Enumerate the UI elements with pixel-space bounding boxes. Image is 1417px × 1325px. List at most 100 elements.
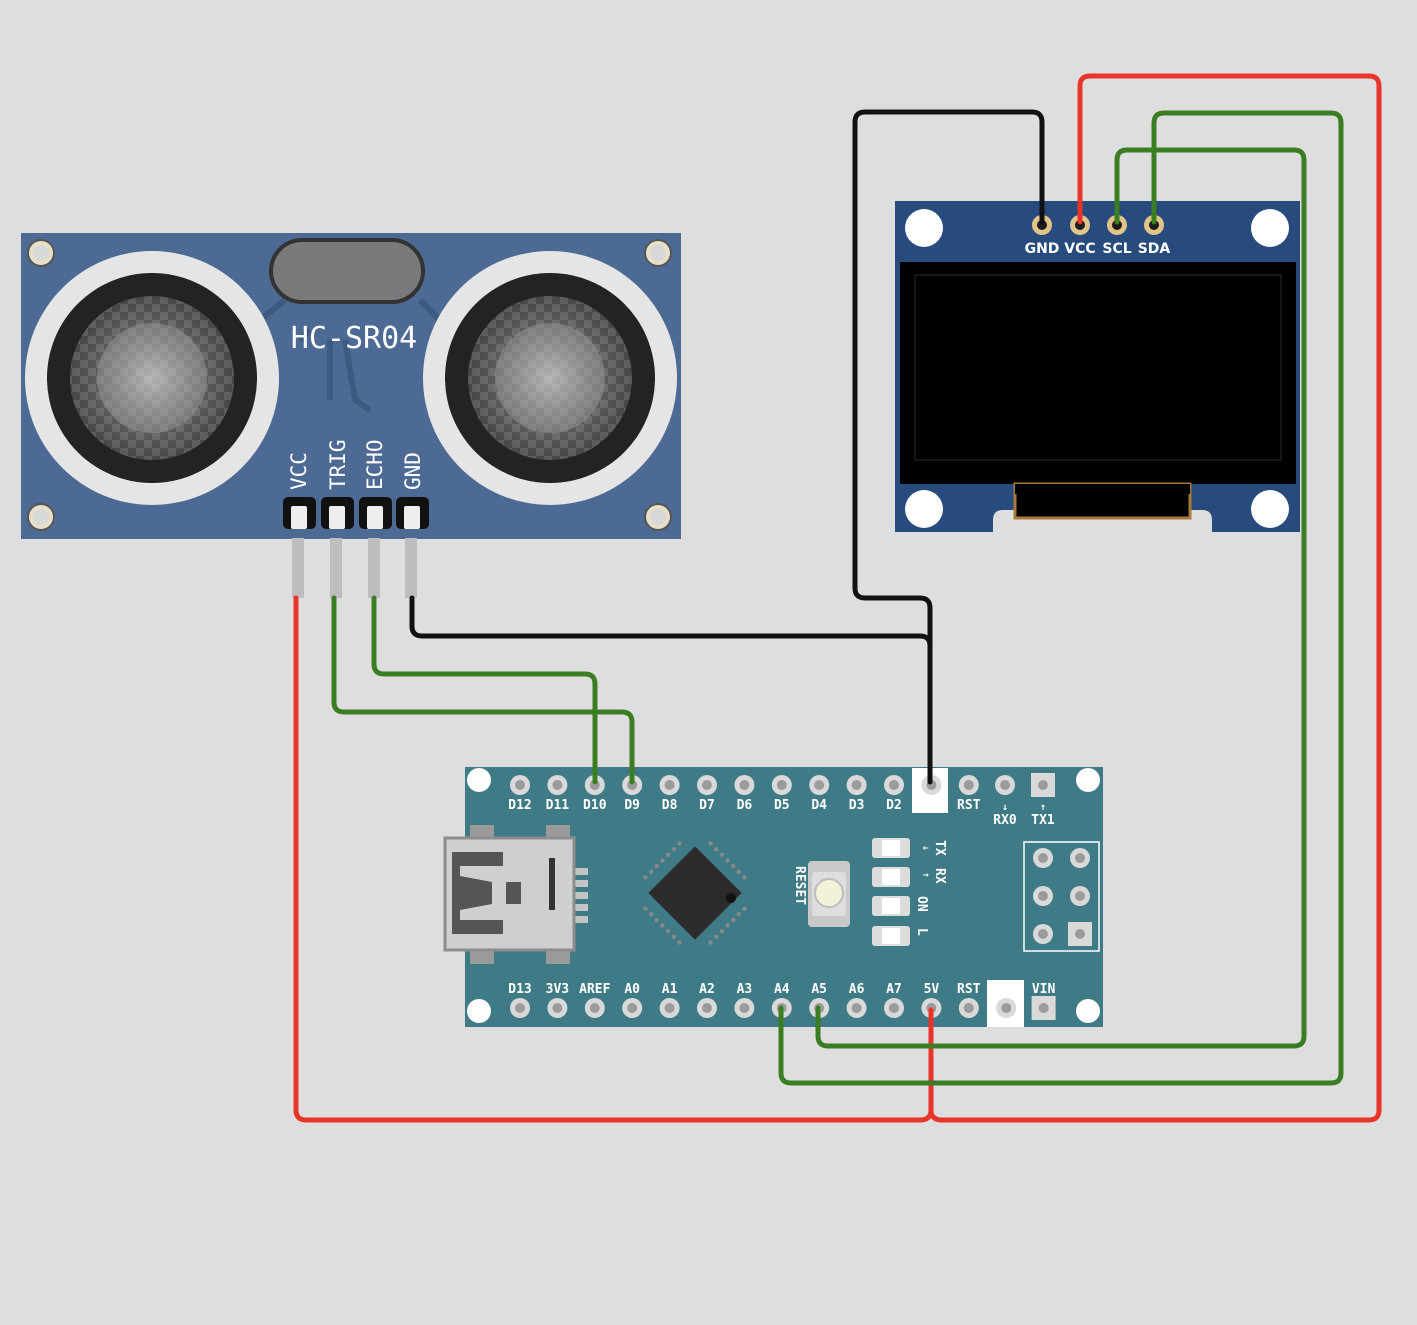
chip-leg: [736, 869, 741, 874]
pin-label-d12-top: D12: [508, 798, 531, 813]
chip-leg: [736, 912, 741, 917]
sensor-pin-label-trig: TRIG: [326, 439, 350, 490]
pin-hole: [963, 780, 974, 790]
pin-label-d4-top: D4: [811, 798, 827, 813]
pin-label-d9-top: D9: [624, 798, 640, 813]
wire-sensor-gnd-to-gnd[interactable]: [409, 595, 933, 785]
nano-bottom-pin-row: [510, 996, 1056, 1020]
pin-label-a5-bottom: A5: [811, 982, 827, 997]
chip-leg: [665, 929, 671, 934]
pin-label-rst-top: RST: [957, 798, 981, 813]
pin-label-d13-bottom: D13: [508, 982, 531, 997]
wire-sda-to-a4[interactable]: [778, 110, 1344, 1086]
chip-leg: [742, 875, 747, 880]
wire-trig-to-d9[interactable]: [331, 595, 635, 785]
pin-label-gnd-bottom: GND: [994, 982, 1018, 997]
pin-hole: [515, 1003, 525, 1013]
pin-label-a2-bottom: A2: [699, 982, 715, 997]
chip-leg: [649, 912, 654, 917]
pin-label-d5-top: D5: [774, 798, 790, 813]
led-arrow-tx: ↓: [920, 845, 931, 851]
sensor-pin-header: [283, 497, 429, 598]
pin-hole: [664, 1003, 675, 1013]
status-leds: [872, 838, 910, 946]
wires: [293, 73, 1382, 1123]
pin-hole: [627, 1003, 638, 1013]
pin-label-d6-top: D6: [737, 798, 753, 813]
pin-label-a7-bottom: A7: [886, 982, 902, 997]
chip-leg: [714, 934, 719, 939]
chip-leg: [654, 917, 659, 923]
pin-hole: [889, 780, 899, 790]
chip-leg: [649, 869, 654, 874]
pin-hole: [552, 780, 563, 790]
pin-label-3v3-bottom: 3V3: [546, 982, 569, 997]
chip-leg: [677, 841, 682, 846]
chip-leg: [708, 940, 713, 945]
pin-label-aref-bottom: AREF: [579, 982, 610, 997]
pin-hole: [1038, 1003, 1049, 1013]
chip-leg: [719, 929, 725, 934]
wire-echo-to-d10[interactable]: [371, 595, 598, 785]
pin-hole: [851, 780, 862, 790]
chip-leg: [643, 875, 648, 880]
pin-label-d3-top: D3: [849, 798, 865, 813]
pin-label-d7-top: D7: [699, 798, 715, 813]
chip-leg: [660, 858, 665, 863]
pin-label-vin-bottom: VIN: [1032, 982, 1056, 997]
sensor-pin-label-gnd: GND: [401, 452, 425, 490]
pin-label-gnd-top: GND: [920, 798, 944, 813]
pin-label-5v-bottom: 5V: [924, 982, 940, 997]
pin-tx1-hole: [1038, 780, 1048, 790]
board-traces: [258, 297, 443, 413]
ultrasonic-sensor[interactable]: HC-SR04 VCC TRIG ECHO GND: [21, 233, 681, 598]
mounting-holes: [27, 239, 672, 531]
chip-leg: [671, 934, 676, 939]
oled-ribbon-top: [1015, 484, 1190, 494]
pin-label-a6-bottom: A6: [849, 982, 865, 997]
transducer-left: [25, 251, 279, 505]
pin-hole: [552, 1003, 563, 1013]
led-label-tx: TX: [932, 840, 947, 856]
led-arrow-rx: ↑: [920, 872, 931, 878]
chip-leg: [665, 852, 671, 857]
chip-leg: [677, 940, 682, 945]
oled-pin-label-gnd: GND: [1025, 241, 1060, 257]
pin-hole: [851, 1003, 862, 1013]
oled-pins: [1032, 215, 1164, 235]
chip-leg: [725, 923, 730, 928]
pin-label-a4-bottom: A4: [774, 982, 790, 997]
oled-mounting-holes: [905, 209, 1289, 528]
pin-hole: [515, 780, 525, 790]
chip-leg: [708, 841, 713, 846]
wire-scl-to-a5[interactable]: [815, 147, 1307, 1049]
pin-hole: [814, 780, 825, 790]
led-label-l: L: [914, 928, 929, 936]
reset-label: RESET: [792, 866, 807, 905]
pin-label-d2-top: D2: [886, 798, 902, 813]
tx-arrow: ↑: [1040, 802, 1046, 813]
wire-oled-vcc-to-5v[interactable]: [928, 73, 1382, 1123]
wire-oled-gnd-to-gnd[interactable]: [852, 109, 1045, 649]
chip-leg: [660, 923, 665, 928]
nano-mounting-holes: [467, 768, 1100, 1023]
nano-top-pin-row: [510, 775, 979, 795]
chip-leg: [742, 906, 747, 911]
pin-hole: [739, 1003, 750, 1013]
chip-leg: [725, 858, 730, 863]
pin-label-rst-bottom: RST: [957, 982, 981, 997]
reset-button[interactable]: [808, 861, 850, 927]
chip-leg: [714, 847, 719, 852]
pin-hole: [702, 780, 712, 790]
microcontroller-chip: [643, 841, 747, 945]
pin-hole: [739, 780, 750, 790]
chip-leg: [654, 863, 659, 869]
oled-screen: [914, 274, 1282, 461]
oled-display[interactable]: GND VCC SCL SDA: [895, 201, 1300, 532]
pin-hole: [664, 780, 675, 790]
chip-leg: [671, 847, 676, 852]
